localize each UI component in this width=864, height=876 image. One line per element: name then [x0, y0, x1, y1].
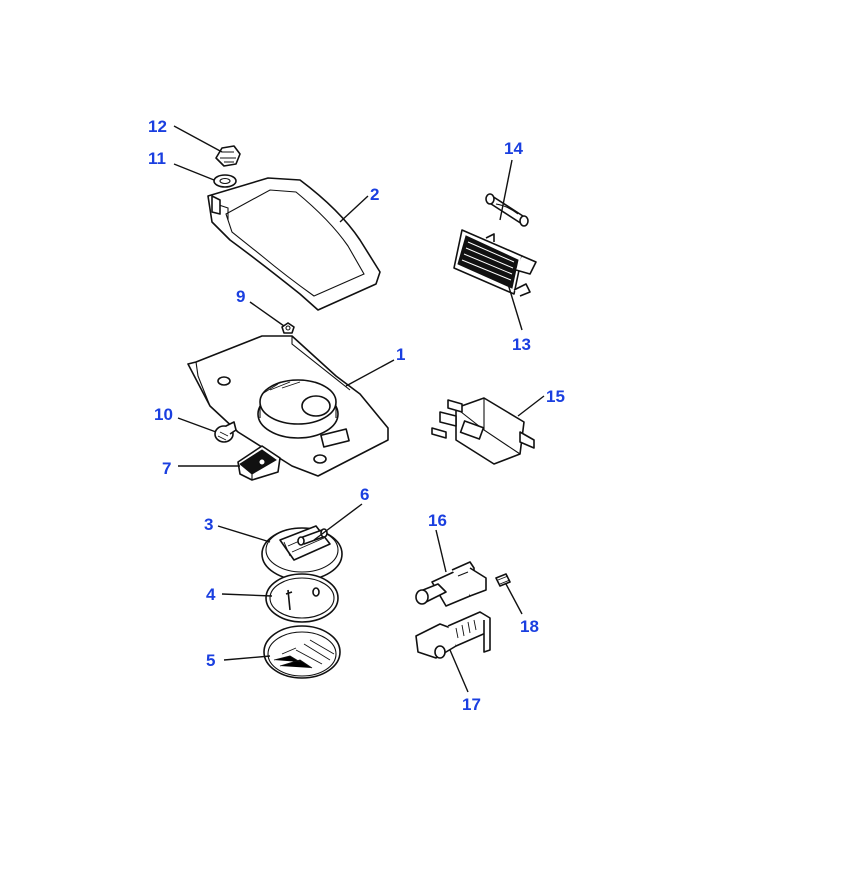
leader-2: [339, 195, 369, 223]
leader-15: [517, 395, 545, 417]
callout-7[interactable]: 7: [162, 459, 172, 478]
callout-15[interactable]: 15: [546, 387, 565, 406]
callout-11[interactable]: 11: [148, 149, 166, 168]
part-6-bulb[interactable]: [297, 528, 328, 546]
callout-6[interactable]: 6: [360, 485, 370, 504]
leader-9: [249, 301, 285, 327]
leader-12: [173, 125, 223, 153]
leader-14: [499, 159, 513, 221]
leader-16: [435, 529, 447, 573]
part-12-clip[interactable]: [215, 145, 241, 167]
leader-3: [217, 525, 271, 543]
part-9-nut[interactable]: [281, 322, 295, 334]
part-5-lens[interactable]: [263, 625, 341, 679]
callout-18[interactable]: 18: [520, 617, 539, 636]
leader-4: [221, 593, 273, 597]
part-11-grommet[interactable]: [213, 174, 237, 188]
callout-14[interactable]: 14: [504, 139, 523, 158]
leader-11: [173, 163, 215, 181]
leader-6: [313, 503, 363, 541]
callout-3[interactable]: 3: [204, 515, 214, 534]
callout-5[interactable]: 5: [206, 651, 216, 670]
part-16-door-switch[interactable]: [415, 561, 487, 607]
leader-10: [177, 417, 217, 433]
part-3-round-housing[interactable]: [261, 525, 343, 581]
part-15-relay[interactable]: [431, 397, 535, 465]
leader-1: [345, 359, 395, 387]
callout-9[interactable]: 9: [236, 287, 246, 306]
callout-17[interactable]: 17: [462, 695, 481, 714]
callout-16[interactable]: 16: [428, 511, 447, 530]
part-4-reflector[interactable]: [265, 573, 339, 623]
callout-1[interactable]: 1: [396, 345, 406, 364]
part-13-lamp-housing[interactable]: [453, 229, 537, 297]
leader-5: [223, 655, 271, 661]
leader-13: [507, 283, 523, 331]
callout-4[interactable]: 4: [206, 585, 216, 604]
part-14-bulb[interactable]: [485, 193, 529, 227]
leader-lines: [173, 125, 545, 693]
callout-12[interactable]: 12: [148, 117, 167, 136]
leader-17: [449, 649, 469, 693]
callout-10[interactable]: 10: [154, 405, 173, 424]
part-10-knob[interactable]: [214, 421, 237, 443]
callout-13[interactable]: 13: [512, 335, 531, 354]
part-1-base-plate[interactable]: [187, 335, 389, 477]
part-7-switch[interactable]: [237, 445, 281, 481]
callout-2[interactable]: 2: [370, 185, 380, 204]
part-2-bezel[interactable]: [207, 177, 381, 311]
part-17-bracket[interactable]: [415, 611, 491, 659]
part-18-screw[interactable]: [495, 573, 511, 587]
leader-18: [505, 583, 523, 615]
